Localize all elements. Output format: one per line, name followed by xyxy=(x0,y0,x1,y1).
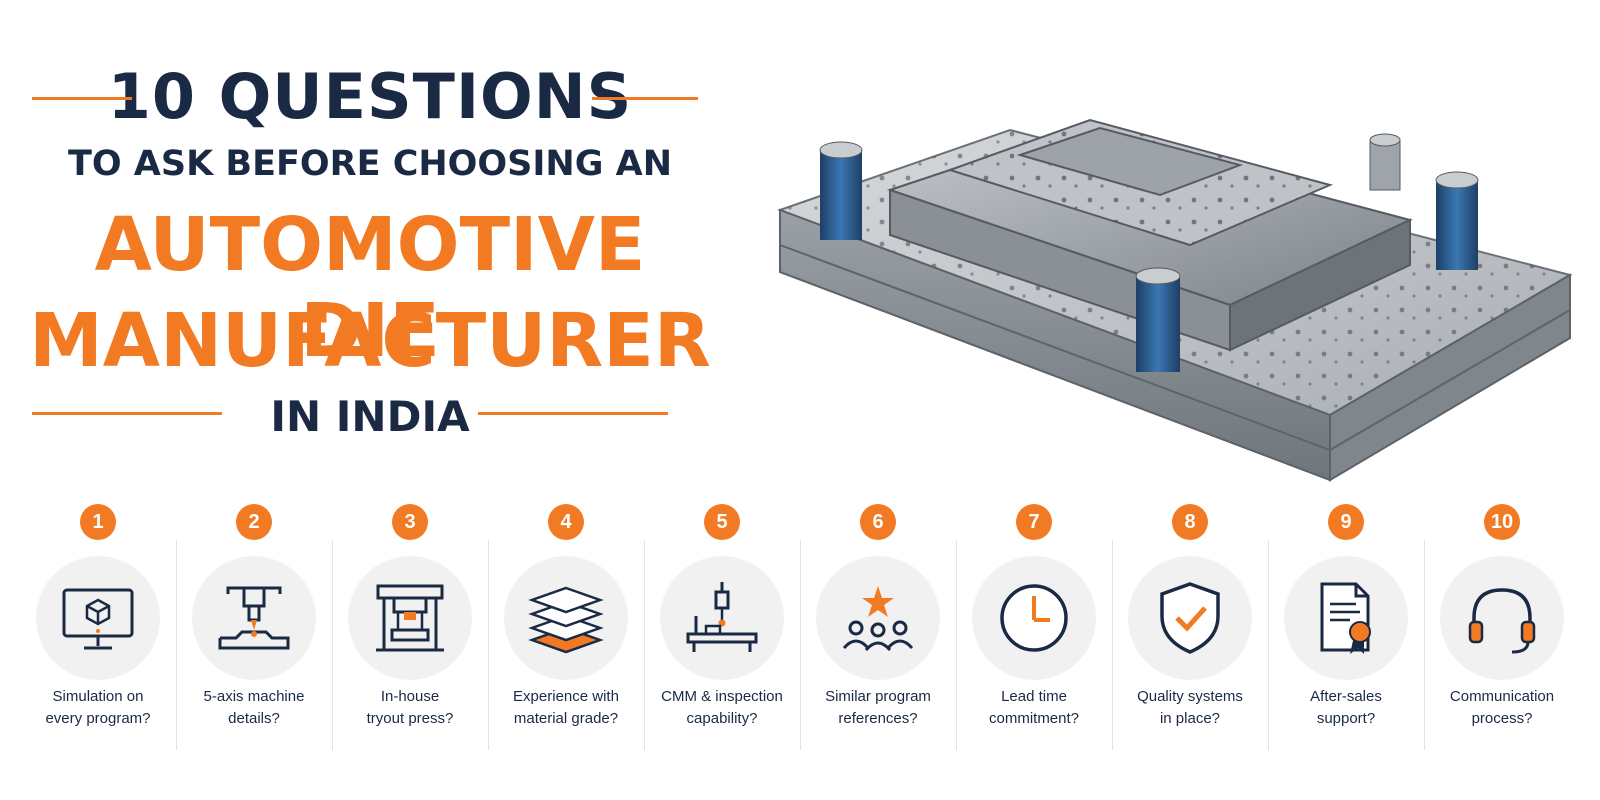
tryout-press-icon xyxy=(376,584,444,652)
title-line-4: MANUFACTURER xyxy=(29,298,711,384)
question-4: 4 Experience with material grade? xyxy=(488,500,644,770)
bottom-left-rule xyxy=(32,412,222,415)
question-8: 8 Quality systems in place? xyxy=(1112,500,1268,770)
question-number-badge: 7 xyxy=(1016,504,1052,540)
divider xyxy=(1424,540,1425,750)
question-number-badge: 10 xyxy=(1484,504,1520,540)
cmm-probe-icon xyxy=(686,582,758,652)
icon-circle xyxy=(1128,556,1252,680)
icon-circle xyxy=(36,556,160,680)
question-label: Lead time commitment? xyxy=(988,688,1080,727)
top-right-rule xyxy=(592,97,698,100)
monitor-cube-icon xyxy=(62,588,134,650)
certificate-icon xyxy=(1320,582,1371,654)
divider xyxy=(1268,540,1269,750)
question-number-badge: 5 xyxy=(704,504,740,540)
headset-icon xyxy=(1468,588,1536,654)
question-10: 10 Communication process? xyxy=(1424,500,1580,770)
question-5: 5 CMM & inspection capability? xyxy=(644,500,800,770)
divider xyxy=(644,540,645,750)
divider xyxy=(1112,540,1113,750)
divider xyxy=(176,540,177,750)
question-label: Simulation on every program? xyxy=(45,688,151,727)
divider xyxy=(956,540,957,750)
question-label: In-house tryout press? xyxy=(366,688,454,727)
divider xyxy=(332,540,333,750)
icon-circle xyxy=(1440,556,1564,680)
question-number-badge: 8 xyxy=(1172,504,1208,540)
title-line-3: AUTOMOTIVE DIE xyxy=(94,202,646,374)
question-number-badge: 4 xyxy=(548,504,584,540)
divider xyxy=(800,540,801,750)
icon-circle xyxy=(972,556,1096,680)
divider xyxy=(488,540,489,750)
bottom-right-rule xyxy=(478,412,668,415)
question-9: 9 After-sales support? xyxy=(1268,500,1424,770)
questions-row: 1 Simulation on every program? 2 xyxy=(20,500,1580,770)
icon-circle xyxy=(1284,556,1408,680)
icon-circle xyxy=(816,556,940,680)
question-label: After-sales support? xyxy=(1310,688,1382,727)
material-layers-icon xyxy=(528,586,604,654)
title-line-5: IN INDIA xyxy=(270,392,470,441)
question-3: 3 In-house tryout press? xyxy=(332,500,488,770)
question-number-badge: 6 xyxy=(860,504,896,540)
question-label: CMM & inspection capability? xyxy=(661,688,783,727)
question-number-badge: 2 xyxy=(236,504,272,540)
title-line-1: 10 QUESTIONS xyxy=(107,60,633,133)
star-people-icon xyxy=(842,586,914,652)
question-number-badge: 1 xyxy=(80,504,116,540)
icon-circle xyxy=(192,556,316,680)
icon-circle xyxy=(660,556,784,680)
question-number-badge: 3 xyxy=(392,504,428,540)
icon-circle xyxy=(504,556,628,680)
question-7: 7 Lead time commitment? xyxy=(956,500,1112,770)
question-6: 6 Similar program references? xyxy=(800,500,956,770)
question-label: Quality systems in place? xyxy=(1137,688,1243,727)
top-left-rule xyxy=(32,97,132,100)
clock-icon xyxy=(1000,584,1068,652)
question-2: 2 5-axis machine details? xyxy=(176,500,332,770)
question-label: Experience with material grade? xyxy=(513,688,619,727)
question-label: Communication process? xyxy=(1449,688,1555,727)
headline: 10 QUESTIONS TO ASK BEFORE CHOOSING AN A… xyxy=(20,40,720,460)
icon-circle xyxy=(348,556,472,680)
stamping-die-image xyxy=(777,118,1573,482)
question-number-badge: 9 xyxy=(1328,504,1364,540)
shield-check-icon xyxy=(1160,582,1220,654)
question-label: Similar program references? xyxy=(825,688,931,727)
question-label: 5-axis machine details? xyxy=(203,688,305,727)
cnc-machine-icon xyxy=(218,586,290,650)
title-line-2: TO ASK BEFORE CHOOSING AN xyxy=(67,144,672,184)
question-1: 1 Simulation on every program? xyxy=(20,500,176,770)
